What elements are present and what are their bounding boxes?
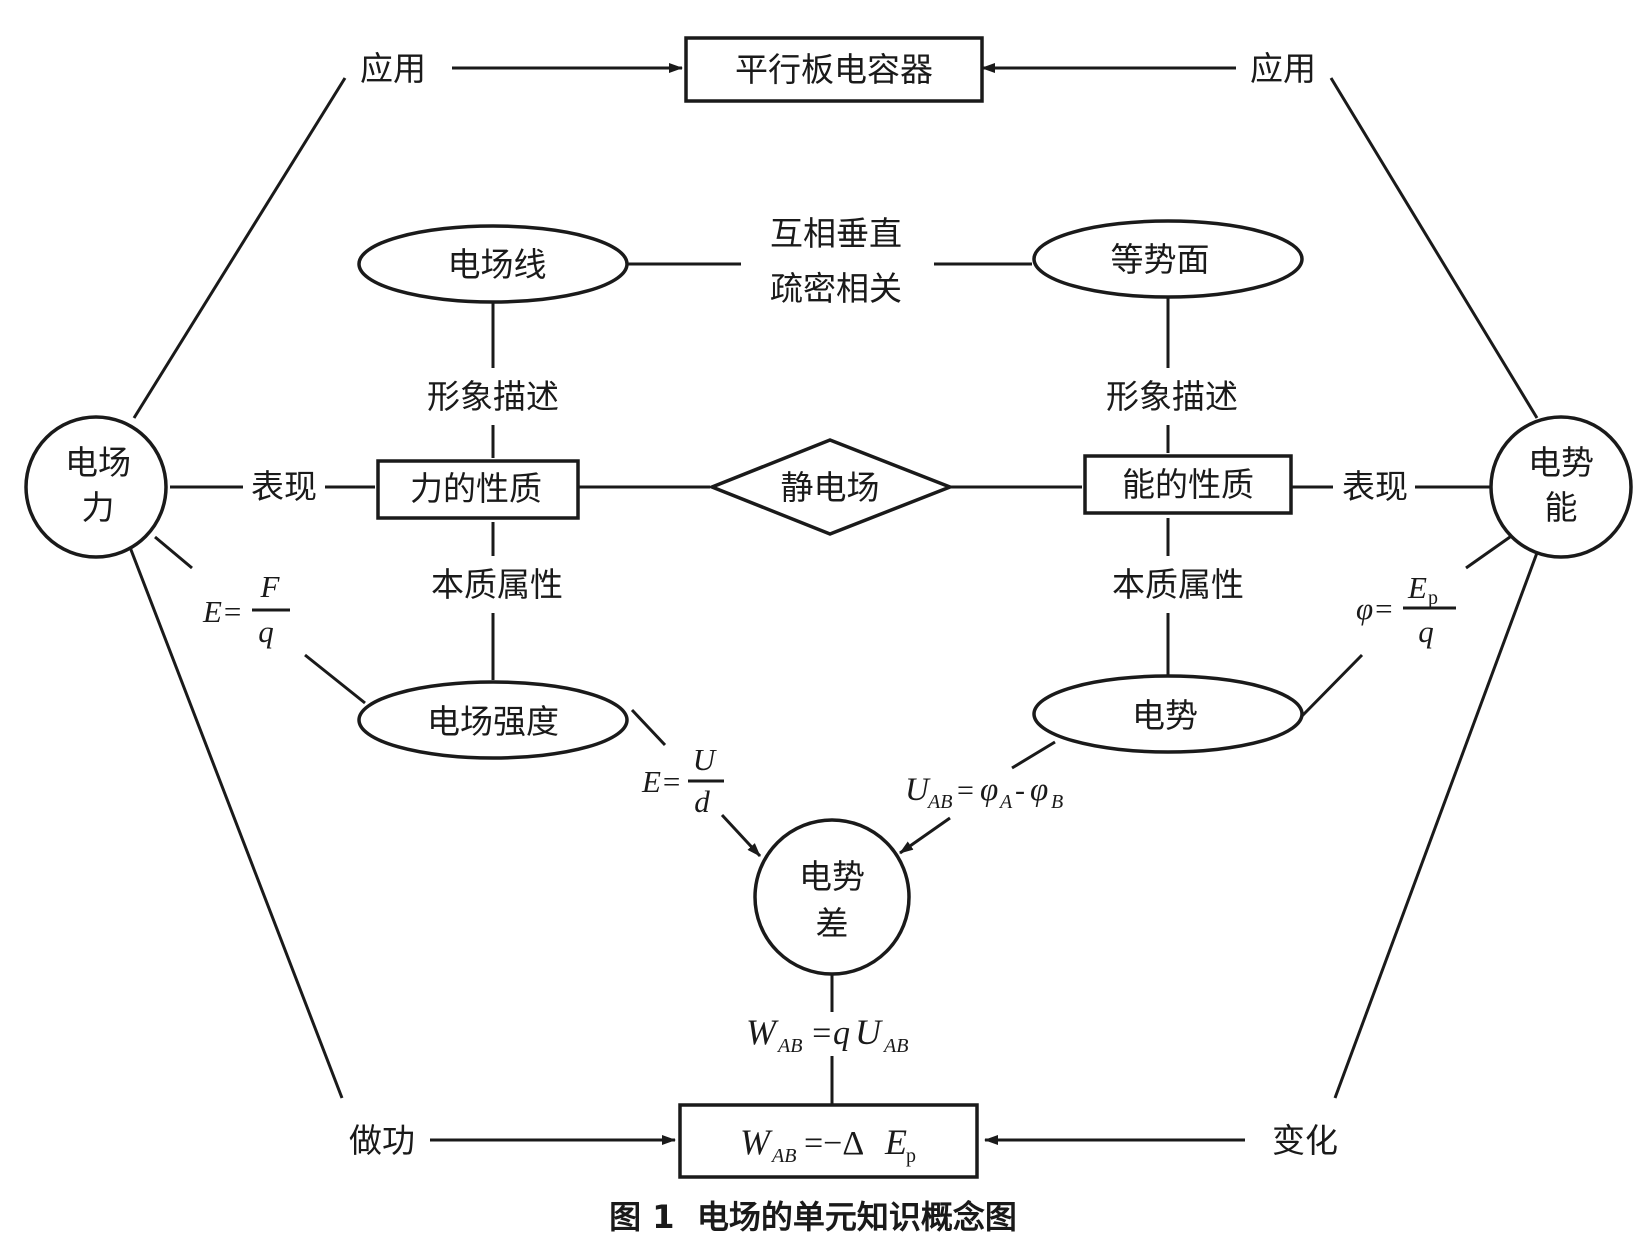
formula-e-fq-lhs: E=: [202, 594, 243, 629]
connectors: [126, 63, 1543, 1145]
field-force-label-1: 电场: [65, 443, 131, 482]
field-force-circle: [24, 415, 168, 559]
formula-phi-epq-den: q: [1418, 614, 1434, 649]
link-essence-right: 本质属性: [1112, 565, 1244, 604]
link-labels: 应用 应用 互相垂直 疏密相关 形象描述 形象描述 表现 表现 本质属性 本质属…: [251, 49, 1408, 1160]
energy-property-label: 能的性质: [1122, 465, 1254, 504]
node-labels: 平行板电容器 电场线 等势面 力的性质 静电场 能的性质 电场 力 电势 能 电…: [65, 50, 1594, 943]
formula-u-ab-minus: -: [1015, 774, 1025, 807]
formula-phi-epq: φ= E p q: [1356, 570, 1456, 649]
field-line-ellipse: [357, 224, 629, 304]
force-property-box: [376, 459, 580, 520]
formula-w-qu: W AB =q U AB: [746, 1012, 908, 1057]
link-perpendicular: 互相垂直: [770, 214, 902, 253]
formula-w-dep: W AB =−Δ E p: [740, 1122, 916, 1167]
capacitor-box: [684, 36, 984, 103]
formula-w-dep-e-sub: p: [906, 1145, 916, 1167]
formula-e-fq-den: q: [258, 614, 274, 649]
field-strength-label: 电场强度: [427, 702, 559, 741]
potential-energy-circle: [1489, 415, 1633, 559]
potential-diff-label-1: 电势: [799, 857, 865, 896]
formula-w-dep-eq: =−Δ: [804, 1125, 864, 1162]
static-field-diamond: [707, 438, 955, 536]
equipotential-label: 等势面: [1111, 240, 1210, 279]
formula-u-ab-eq: =: [957, 774, 974, 807]
formula-u-ab-u: U: [905, 772, 931, 808]
edge-formula-strength: [304, 653, 366, 705]
energy-property-box: [1083, 454, 1293, 515]
formula-e-ud-den: d: [694, 784, 710, 819]
link-work: 做功: [349, 1121, 415, 1160]
formula-u-ab-sub2: B: [1051, 791, 1063, 813]
link-manifest-left: 表现: [251, 467, 317, 506]
formula-w-dep-e: E: [884, 1122, 907, 1162]
arrow-uab-to-diff: [899, 816, 951, 855]
node-shapes: [24, 36, 1633, 1179]
edge-field-force-to-work: [126, 541, 344, 1099]
force-property-label: 力的性质: [410, 469, 542, 508]
formula-w-qu-w: W: [746, 1012, 779, 1052]
link-density: 疏密相关: [770, 269, 902, 308]
formula-e-fq: E= F q: [202, 569, 290, 649]
capacitor-label: 平行板电容器: [735, 50, 933, 89]
edge-apply-right-to-potential-energy: [1329, 77, 1539, 419]
edge-potential-energy-to-change: [1333, 541, 1543, 1099]
link-apply-left: 应用: [360, 49, 426, 88]
arrow-eud-to-diff: [720, 813, 762, 858]
potential-energy-label-1: 电势: [1528, 443, 1594, 482]
equipotential-ellipse: [1032, 219, 1304, 299]
formula-u-ab-phi1: φ: [980, 772, 998, 808]
link-essence-left: 本质属性: [431, 565, 563, 604]
work-energy-box: [678, 1103, 979, 1179]
edge-strength-eud: [630, 708, 667, 747]
link-apply-right: 应用: [1250, 49, 1316, 88]
link-image-desc-left: 形象描述: [427, 377, 559, 416]
edge-potential-uab: [1011, 740, 1056, 770]
formula-phi-epq-num-sub: p: [1428, 587, 1438, 609]
link-manifest-right: 表现: [1342, 467, 1408, 506]
edge-apply-left-to-field-force: [132, 77, 347, 419]
formula-w-qu-eq: =q: [810, 1015, 850, 1052]
formula-u-ab-u-sub: AB: [926, 791, 952, 813]
static-field-label: 静电场: [781, 468, 880, 507]
formula-u-ab: U AB = φ A - φ B: [905, 772, 1063, 813]
formula-w-dep-w-sub: AB: [770, 1145, 796, 1167]
field-line-label: 电场线: [448, 245, 547, 284]
potential-diff-label-2: 差: [816, 904, 849, 943]
formula-w-qu-u-sub: AB: [882, 1035, 908, 1057]
edge-potentialenergy-formula: [1465, 535, 1511, 570]
link-image-desc-right: 形象描述: [1106, 377, 1238, 416]
edge-fieldforce-formula: [154, 535, 193, 570]
potential-energy-label-2: 能: [1545, 488, 1578, 527]
formula-w-qu-w-sub: AB: [776, 1035, 802, 1057]
formula-e-ud-num: U: [693, 742, 718, 777]
potential-ellipse: [1032, 674, 1304, 754]
formula-phi-epq-num: E: [1407, 570, 1427, 605]
formula-w-dep-w: W: [740, 1122, 773, 1162]
formula-e-ud: E= U d: [641, 742, 724, 819]
link-change: 变化: [1272, 1121, 1338, 1160]
formula-e-fq-num: F: [260, 569, 281, 604]
edge-formula-potential: [1300, 653, 1364, 718]
formula-w-qu-u: U: [855, 1012, 883, 1052]
potential-diff-circle: [753, 818, 911, 976]
formula-e-ud-lhs: E=: [641, 764, 682, 799]
figure-caption: 图 1 电场的单元知识概念图: [609, 1198, 1017, 1236]
potential-label: 电势: [1132, 696, 1198, 735]
formula-phi-epq-lhs: φ=: [1356, 591, 1394, 626]
formula-u-ab-phi2: φ: [1030, 772, 1048, 808]
field-force-label-2: 力: [82, 488, 115, 527]
formula-u-ab-sub1: A: [998, 791, 1013, 813]
field-strength-ellipse: [357, 680, 629, 760]
